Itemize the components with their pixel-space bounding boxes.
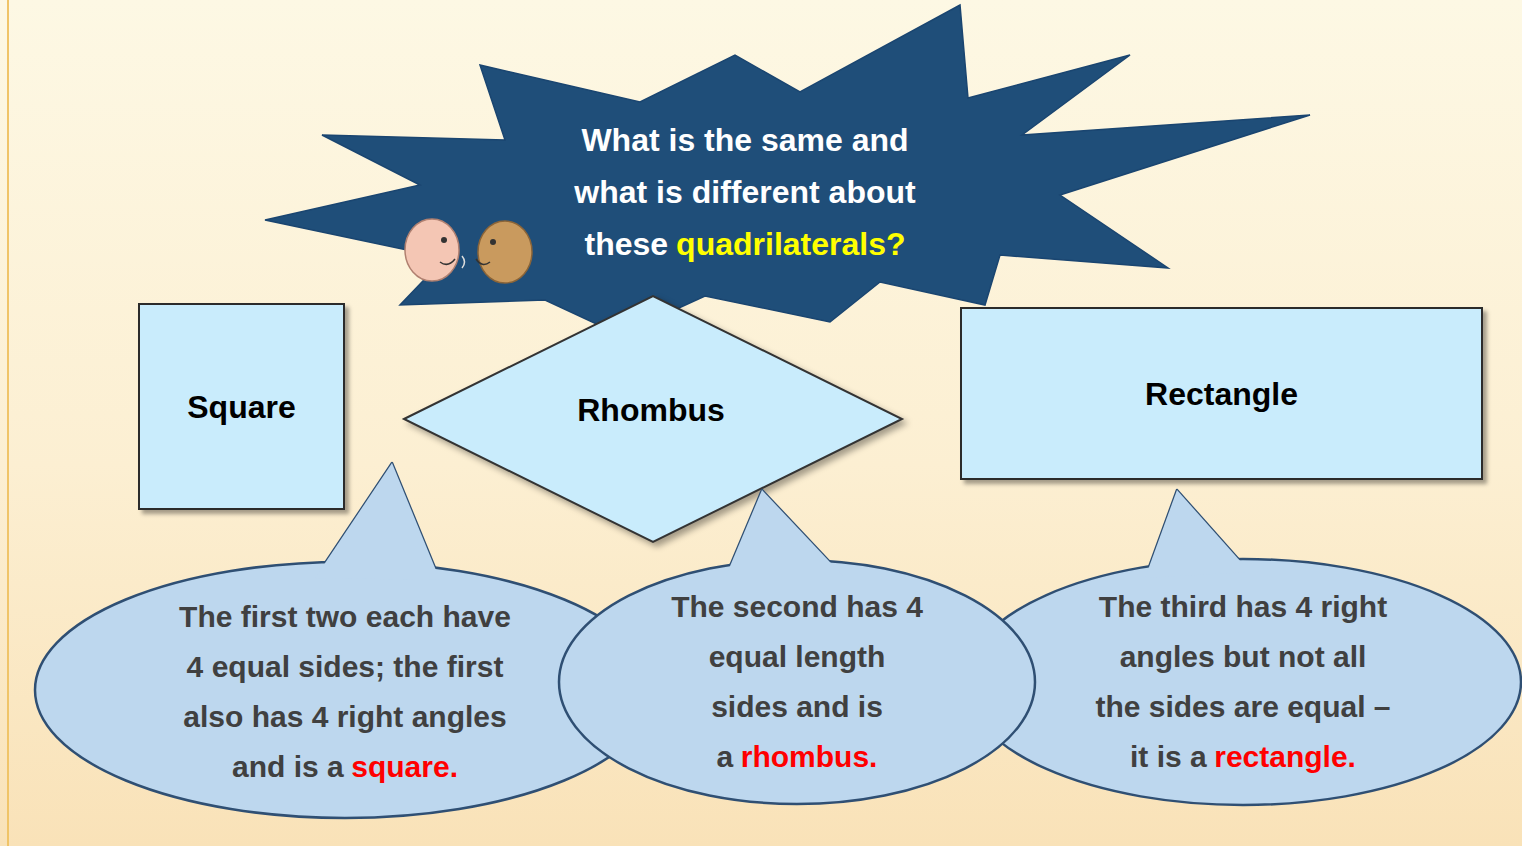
talking-faces [405, 219, 532, 283]
bubble-ellipse [559, 560, 1035, 804]
bubble-text: square. [351, 750, 458, 783]
text-block: Rhombus [577, 390, 725, 430]
bubble-tail-fill [315, 463, 440, 580]
bubble-tail-fill [1145, 490, 1250, 578]
shape-name: Rhombus [577, 392, 725, 428]
question-text: quadrilaterals? [676, 226, 905, 262]
starburst-shape [265, 5, 1310, 335]
bubble-text: The first two each have 4 equal sides; t… [179, 600, 511, 783]
bubble-ellipse [965, 559, 1521, 805]
speech-bubble: The second has 4 equal length sides and … [557, 558, 1037, 806]
text-block: Rectangle [1145, 374, 1298, 414]
bubble-tail-fill [725, 490, 845, 578]
rectangle-shape: Rectangle [960, 307, 1483, 480]
face-head [478, 221, 532, 283]
face-mouth [440, 259, 455, 264]
rhombus-shape [404, 296, 902, 542]
bubble-tail [725, 490, 845, 578]
bubble-tail [315, 463, 440, 580]
face-eye [490, 239, 496, 245]
text-block: The first two each have 4 equal sides; t… [175, 592, 515, 792]
square-shape: Square [138, 303, 345, 510]
frame-line [7, 0, 9, 846]
text-block: What is the same and what is different a… [553, 114, 938, 270]
speech-wave [462, 256, 465, 268]
rhombus-shape: Rhombus [403, 295, 903, 543]
face-mouth [476, 259, 490, 264]
shape-name: Square [187, 389, 295, 425]
bubble-text: rectangle. [1214, 740, 1356, 773]
text-block: The second has 4 equal length sides and … [669, 582, 925, 782]
starburst-outline [265, 5, 1310, 335]
face-head [405, 219, 459, 281]
question-starburst: What is the same and what is different a… [265, 5, 1310, 335]
face-eye [441, 237, 447, 243]
bubble-text: rhombus. [741, 740, 878, 773]
text-block: The third has 4 right angles but not all… [1094, 582, 1392, 782]
shape-name: Rectangle [1145, 376, 1298, 412]
bubble-tail [1145, 490, 1250, 578]
speech-bubble: The third has 4 right angles but not all… [963, 557, 1522, 807]
text-block: Square [187, 387, 295, 427]
